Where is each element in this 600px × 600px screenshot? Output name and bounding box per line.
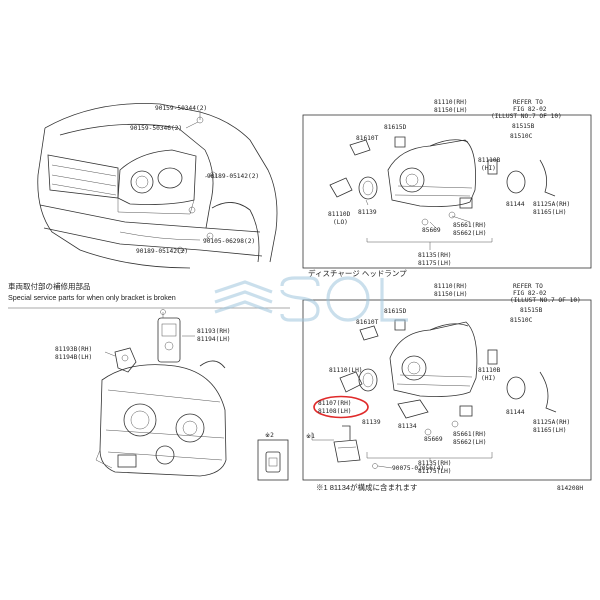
- vehicle-front-illustration: [37, 103, 278, 269]
- pb-81175: 81175(LH): [418, 468, 452, 475]
- part-81193B: 81193B(RH): [55, 346, 92, 353]
- bracket-81193B-illustration: [104, 347, 137, 373]
- pt-85662: 85662(LH): [453, 230, 487, 237]
- pb-illust: (ILLUST NO.7 OF 10): [510, 297, 581, 304]
- pt-81110D: 81110D: [328, 211, 351, 218]
- bracket-81193-illustration: [157, 309, 195, 363]
- pt-81144: 81144: [506, 201, 525, 208]
- pt-refer-to: REFER TO: [513, 99, 543, 106]
- pt-81135: 81135(RH): [418, 252, 452, 259]
- pt-85669: 85669: [422, 227, 441, 234]
- pt-81175: 81175(LH): [418, 260, 452, 267]
- callout-90159-50346: 90159-50346(2): [130, 125, 182, 132]
- pt-81110-rh: 81110(RH): [434, 99, 468, 106]
- pt-81165: 81165(LH): [533, 209, 567, 216]
- pb-90075: 90075-02056(4): [392, 465, 444, 472]
- pb-81515B: 81515B: [520, 307, 543, 314]
- pt-81510C: 81510C: [510, 133, 533, 140]
- pb-81125A: 81125A(RH): [533, 419, 570, 426]
- panel-bottom-footnote: ※1 81134が構成に含まれます: [316, 482, 418, 492]
- pb-81510C: 81510C: [510, 317, 533, 324]
- pt-fig: FIG 82-02: [513, 106, 547, 113]
- pb-81610T: 81610T: [356, 319, 379, 326]
- pb-81110B: 81110B: [478, 367, 501, 374]
- pb-marker: ※1: [306, 433, 315, 440]
- pt-illust: (ILLUST NO.7 OF 10): [491, 113, 562, 120]
- pt-81150-lh: 81150(LH): [434, 107, 468, 114]
- pb-85669: 85669: [424, 436, 443, 443]
- pt-81125A: 81125A(RH): [533, 201, 570, 208]
- headlamp-housing-rear: [95, 360, 227, 477]
- pb-refer-to: REFER TO: [513, 283, 543, 290]
- pb-81144: 81144: [506, 409, 525, 416]
- vehicle-callout-leaders: [179, 110, 214, 252]
- pb-fig: FIG 82-02: [513, 290, 547, 297]
- pb-85661: 85661(RH): [453, 431, 487, 438]
- callout-90105-06298: 90105-06298(2): [203, 238, 255, 245]
- pt-85661: 85661(RH): [453, 222, 487, 229]
- pt-hi: (HI): [481, 165, 496, 172]
- part-81194: 81194(LH): [197, 336, 231, 343]
- highlight-circle-81107: [313, 395, 369, 419]
- part-81193: 81193(RH): [197, 328, 231, 335]
- pb-81110-lh: 81110(LH): [329, 367, 363, 374]
- pb-hi: (HI): [481, 375, 496, 382]
- pb-81139: 81139: [362, 419, 381, 426]
- pb-81135: 81135(RH): [418, 460, 452, 467]
- pt-81110B: 81110B: [478, 157, 501, 164]
- pb-81110-rh: 81110(RH): [434, 283, 468, 290]
- pb-81150-lh: 81150(LH): [434, 291, 468, 298]
- watermark-logo: [214, 276, 408, 322]
- pt-81615D: 81615D: [384, 124, 407, 131]
- pb-85662: 85662(LH): [453, 439, 487, 446]
- callout-90159-50344: 90159-50344(2): [155, 105, 207, 112]
- pb-81615D: 81615D: [384, 308, 407, 315]
- pt-81610T: 81610T: [356, 135, 379, 142]
- figure-code: 814208H: [557, 485, 583, 492]
- part-81194B: 81194B(LH): [55, 354, 92, 361]
- inset-box: [257, 439, 289, 481]
- panel-top: [302, 114, 592, 269]
- bracket-title-en: Special service parts for when only brac…: [8, 293, 176, 302]
- pt-81515B: 81515B: [512, 123, 535, 130]
- pb-81165: 81165(LH): [533, 427, 567, 434]
- pt-lo: (LO): [333, 219, 348, 226]
- panel-top-caption: ディスチャージ ヘッドランプ: [308, 268, 407, 278]
- pb-81134: 81134: [398, 423, 417, 430]
- callout-90189-05142-a: 90189-05142(2): [207, 173, 259, 180]
- pt-81139: 81139: [358, 209, 377, 216]
- inset-label: ※2: [265, 432, 274, 439]
- pb-81107-rh: 81107(RH): [318, 400, 352, 407]
- bracket-title-jp: 車両取付部の補修用部品: [8, 281, 91, 291]
- callout-90189-05142-b: 90189-05142(2): [136, 248, 188, 255]
- panel-bottom: [302, 299, 592, 481]
- pb-81108-lh: 81108(LH): [318, 408, 352, 415]
